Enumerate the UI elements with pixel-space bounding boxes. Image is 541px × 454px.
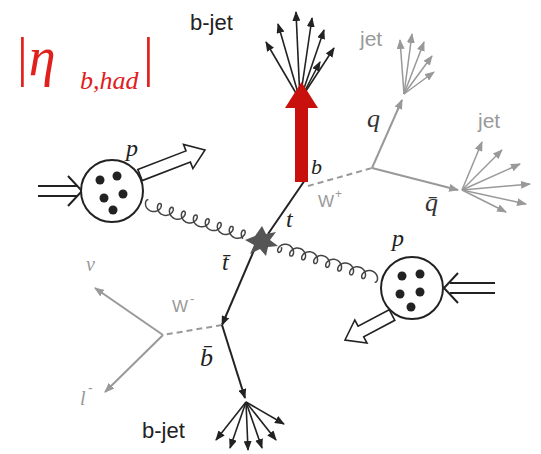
interaction-blob [245, 226, 278, 256]
boson-label: W [318, 193, 334, 210]
proton-left [38, 144, 205, 222]
antiquark-label: b̄ [200, 345, 213, 371]
charge-label: + [335, 188, 342, 200]
proton-label: p [126, 136, 138, 160]
lepton-line [105, 335, 163, 392]
abs-bar: | [140, 30, 155, 84]
proton-label: p [392, 226, 404, 250]
gluon-coil [146, 200, 246, 239]
antiquark-label: q̄ [425, 190, 438, 216]
charge-label: - [88, 381, 93, 395]
jet-label: b-jet [142, 420, 185, 442]
antitop-line [222, 248, 255, 325]
top-quark-line [268, 180, 305, 234]
jet-cone [462, 142, 530, 212]
boson-label: W [172, 298, 188, 315]
jet-label: b-jet [190, 12, 233, 34]
gluon-coil [278, 244, 378, 282]
jet-label: jet [478, 110, 500, 131]
neutrino-label: ν [86, 254, 95, 274]
bbar-line [222, 325, 245, 398]
proton-right [345, 257, 495, 343]
charge-label: - [190, 292, 194, 305]
jet-cone [400, 34, 434, 94]
b-jet-cone [216, 402, 284, 450]
neutrino-line [95, 288, 163, 335]
lepton-label: l [80, 388, 86, 408]
eta-symbol: |η [14, 30, 56, 84]
jet-label: jet [360, 28, 382, 49]
w-boson-line [163, 325, 222, 335]
antiquark-line [372, 168, 458, 190]
quark-label: b [311, 156, 322, 178]
gluon-lines [146, 200, 378, 283]
antiquark-label: t̄ [222, 250, 229, 274]
eta-subscript: b,had [80, 68, 139, 94]
quark-label: t [286, 207, 293, 231]
quark-label: q [367, 106, 380, 132]
